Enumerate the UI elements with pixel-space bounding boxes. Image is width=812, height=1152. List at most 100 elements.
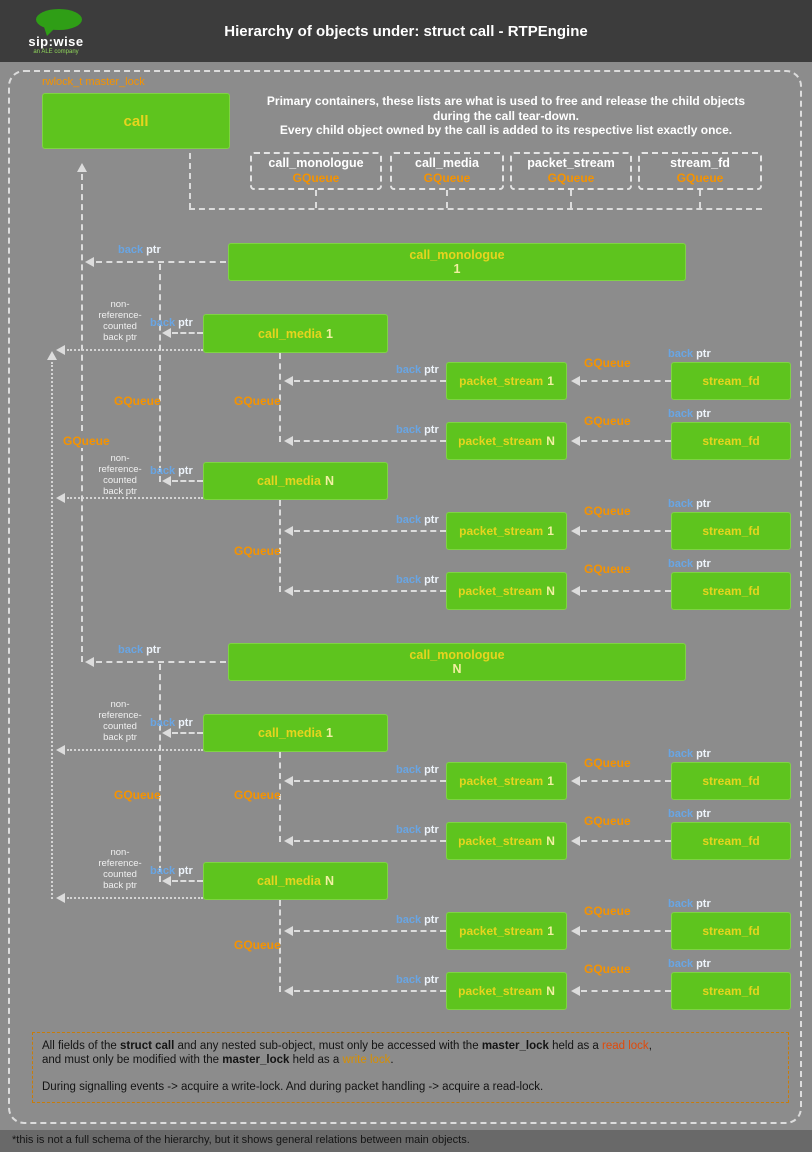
container-type: GQueue (547, 171, 595, 185)
container-call-media: call_media GQueue (390, 152, 504, 190)
dot-line-v (51, 362, 53, 899)
container-name: call_monologue (268, 156, 364, 170)
gqueue-label: GQueue (584, 562, 631, 576)
legend-line-3: During signalling events -> acquire a wr… (42, 1081, 544, 1093)
node-index: N (324, 874, 334, 888)
arrow-left-icon (571, 986, 580, 996)
dash-line-v (446, 190, 448, 208)
gqueue-label: GQueue (584, 904, 631, 918)
node-index: N (546, 584, 555, 598)
arrow-left-icon (162, 328, 171, 338)
container-type: GQueue (676, 171, 724, 185)
gqueue-label: GQueue (584, 814, 631, 828)
dash-line-h (189, 208, 762, 210)
node-index: 1 (547, 374, 554, 388)
legend-spacer (42, 1067, 779, 1080)
node-index: N (546, 984, 555, 998)
dash-line-v (279, 900, 281, 992)
arrow-left-icon (85, 257, 94, 267)
gqueue-label: GQueue (60, 434, 113, 448)
intro-line-1: Primary containers, these lists are what… (266, 94, 746, 108)
container-stream-fd: stream_fd GQueue (638, 152, 762, 190)
speech-bubble-tail-icon (44, 27, 56, 36)
dash-line-h (581, 530, 671, 532)
brand-tagline: an ALE company (33, 49, 79, 55)
arrow-left-icon (85, 657, 94, 667)
arrow-up-icon (77, 163, 87, 172)
dash-line-h (581, 930, 671, 932)
dash-line-h (294, 440, 446, 442)
lock-legend: All fields of the struct call and any ne… (32, 1032, 789, 1103)
dash-line-h (581, 590, 671, 592)
dash-line-h (581, 380, 671, 382)
container-name: stream_fd (670, 156, 730, 170)
node-label: call (123, 112, 149, 130)
dash-line-h (294, 380, 446, 382)
node-stream-fd: stream_fd (671, 512, 791, 550)
container-type: GQueue (292, 171, 340, 185)
node-label: call_media (257, 474, 321, 488)
master-lock-label: rwlock_t master_lock (42, 76, 145, 88)
legend-line-2: and must only be modified with the maste… (42, 1054, 394, 1066)
node-label: call_monologue (409, 248, 505, 262)
dash-line-h (581, 840, 671, 842)
gqueue-label: GQueue (584, 504, 631, 518)
node-label: stream_fd (702, 774, 760, 788)
page-title: Hierarchy of objects under: struct call … (224, 22, 588, 40)
node-stream-fd: stream_fd (671, 572, 791, 610)
node-index: N (546, 834, 555, 848)
dash-line-v (315, 190, 317, 208)
arrow-left-icon (284, 776, 293, 786)
arrow-left-icon (571, 376, 580, 386)
dash-line-h (294, 840, 446, 842)
arrow-left-icon (284, 986, 293, 996)
legend-line-1: All fields of the struct call and any ne… (42, 1040, 652, 1052)
node-label: stream_fd (702, 524, 760, 538)
dash-line-v (159, 264, 161, 482)
dash-line-v (699, 190, 701, 208)
dash-line-h (294, 990, 446, 992)
dash-line-v (159, 664, 161, 882)
node-label: packet_stream (459, 924, 544, 938)
arrow-left-icon (162, 728, 171, 738)
node-call: call (42, 93, 230, 149)
node-label: packet_stream (458, 984, 543, 998)
arrow-left-icon (284, 526, 293, 536)
node-label: stream_fd (702, 834, 760, 848)
gqueue-label: GQueue (584, 414, 631, 428)
container-packet-stream: packet_stream GQueue (510, 152, 632, 190)
dot-line-h (67, 349, 203, 351)
gqueue-label: GQueue (234, 788, 281, 802)
node-stream-fd: stream_fd (671, 972, 791, 1010)
dash-line-h (172, 332, 203, 334)
footnote: *this is not a full schema of the hierar… (12, 1134, 470, 1146)
node-index: N (546, 434, 555, 448)
node-stream-fd: stream_fd (671, 362, 791, 400)
sipwise-logo: sip:wise an ALE company (12, 4, 100, 60)
node-label: packet_stream (458, 434, 543, 448)
dot-line-h (67, 897, 203, 899)
node-index: 1 (547, 774, 554, 788)
